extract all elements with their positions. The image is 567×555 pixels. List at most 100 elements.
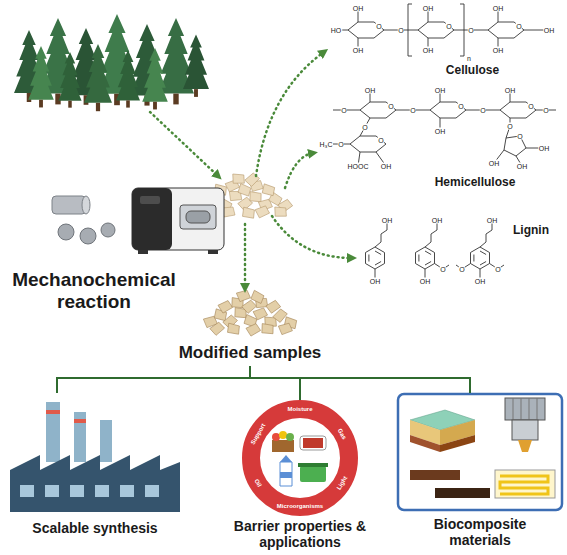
biocomposite-panel bbox=[435, 488, 490, 498]
atom-label: O bbox=[495, 266, 501, 273]
node-label: Lignin bbox=[513, 224, 549, 238]
factory bbox=[45, 485, 59, 497]
wood-chips bbox=[255, 205, 270, 218]
atom-label: O bbox=[378, 137, 384, 144]
atom-label: OH bbox=[380, 163, 392, 170]
atom-label: HOOC bbox=[347, 163, 369, 170]
molecule-bonds bbox=[326, 4, 556, 281]
biocomposite-panel bbox=[513, 398, 537, 420]
atom-label: OH bbox=[422, 5, 434, 12]
dotted-arrow bbox=[150, 52, 352, 288]
factory bbox=[100, 420, 112, 462]
polymer-structure: Cellulose bbox=[330, 0, 565, 80]
milling-jar-and-balls bbox=[58, 224, 74, 240]
ball-mill-machine bbox=[132, 188, 172, 250]
atom-label: O bbox=[362, 124, 368, 131]
biocomposite-panel: Biocomposite materials bbox=[395, 393, 565, 548]
barrier-label: Light bbox=[336, 475, 349, 491]
barrier-ring bbox=[280, 462, 292, 486]
biocomposite-panel bbox=[410, 435, 440, 452]
molecule-bonds bbox=[488, 22, 524, 38]
molecule-bonds bbox=[348, 22, 384, 38]
forest bbox=[28, 46, 54, 107]
modified-chips bbox=[278, 323, 293, 335]
atom-label: n bbox=[467, 55, 472, 62]
wood-chips bbox=[273, 206, 288, 218]
factory bbox=[46, 402, 60, 462]
atom-label: OH bbox=[474, 278, 486, 285]
atom-label: OH bbox=[488, 160, 500, 167]
atom-label: OH bbox=[434, 87, 446, 94]
factory bbox=[145, 485, 159, 497]
bracket-connector bbox=[250, 366, 300, 400]
atom-label: O bbox=[338, 141, 344, 148]
atom-label: O bbox=[517, 133, 523, 140]
barrier-ring bbox=[303, 438, 323, 448]
dotted-arrow bbox=[244, 224, 247, 288]
bracket-connector bbox=[250, 366, 470, 393]
barrier-label: Moisture bbox=[287, 406, 312, 412]
atom-label: OH bbox=[422, 47, 434, 54]
molecule-bonds bbox=[336, 8, 549, 50]
atom-label: OH bbox=[364, 87, 376, 94]
dotted-arrow bbox=[285, 153, 313, 188]
atom-label: H₃C bbox=[319, 141, 333, 148]
atom-label: O bbox=[446, 23, 452, 30]
factory bbox=[46, 410, 60, 414]
modified-chips bbox=[226, 322, 242, 336]
dotted-arrow bbox=[256, 52, 324, 176]
atom-label: O bbox=[543, 107, 549, 114]
atom-label: O bbox=[459, 266, 465, 273]
atom-label: O bbox=[410, 107, 416, 114]
barrier-ring bbox=[300, 466, 326, 482]
barrier-ring bbox=[251, 409, 349, 507]
barrier-ring bbox=[286, 433, 294, 441]
modified-chips bbox=[246, 323, 262, 337]
node-label: Biocomposite materials bbox=[423, 516, 538, 548]
node-label: Barrier properties & applications bbox=[220, 518, 380, 550]
molecule-bonds bbox=[456, 220, 504, 281]
node-label: Mechanochemical reaction bbox=[2, 269, 186, 313]
molecule-bonds bbox=[425, 220, 449, 281]
biocomposite-panel bbox=[518, 440, 532, 452]
factory bbox=[95, 485, 109, 497]
atom-label: O bbox=[388, 103, 394, 110]
molecule-bonds bbox=[494, 136, 544, 166]
factory bbox=[74, 419, 86, 423]
atom-label: O bbox=[376, 23, 382, 30]
wood-chips bbox=[260, 183, 276, 198]
modified-chips bbox=[218, 300, 234, 314]
barrier-ring bbox=[272, 440, 294, 452]
ball-mill-machine bbox=[208, 250, 218, 254]
factory bbox=[70, 485, 84, 497]
milling-jar-and-balls bbox=[52, 196, 86, 214]
biocomposite-panel bbox=[505, 398, 545, 420]
forest bbox=[116, 50, 140, 108]
atom-label: OH bbox=[492, 5, 504, 12]
forest bbox=[14, 14, 209, 111]
barrier-ring bbox=[280, 455, 292, 462]
forest bbox=[84, 44, 112, 111]
barrier-ring bbox=[279, 431, 287, 439]
atom-label: OH bbox=[419, 278, 431, 285]
biocomposite-panel bbox=[512, 420, 538, 440]
milling-jar-and-balls bbox=[52, 196, 115, 244]
atom-label: OH bbox=[516, 163, 528, 170]
forest bbox=[58, 52, 81, 108]
molecule-bonds bbox=[430, 102, 466, 118]
factory bbox=[10, 402, 180, 512]
atom-label: O bbox=[341, 107, 347, 114]
modified-chips bbox=[249, 289, 265, 305]
atom-label: O bbox=[458, 103, 464, 110]
ball-mill-machine bbox=[180, 205, 216, 229]
monomer-structure: Lignin bbox=[355, 198, 565, 298]
biocomposite-panel bbox=[495, 470, 555, 498]
node-label: Scalable synthesis bbox=[32, 520, 157, 536]
bracket-connector bbox=[57, 366, 250, 393]
atom-label: OH bbox=[381, 217, 393, 224]
atom-label: O bbox=[480, 107, 486, 114]
atom-label: OH bbox=[369, 278, 381, 285]
barrier-label: Support bbox=[249, 422, 266, 445]
